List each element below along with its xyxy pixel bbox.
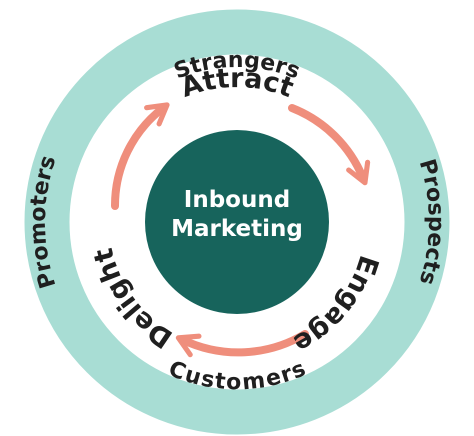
outer-ring <box>24 9 450 435</box>
label-attract: Attract <box>177 63 297 104</box>
center-label-line1: Inbound <box>184 187 290 213</box>
arrow-delight-to-attract <box>110 102 170 210</box>
arrow-attract-to-engage <box>288 104 371 186</box>
arrow-engage-to-delight <box>175 330 309 358</box>
center-label-line2: Marketing <box>171 216 303 242</box>
center-circle <box>145 130 329 314</box>
